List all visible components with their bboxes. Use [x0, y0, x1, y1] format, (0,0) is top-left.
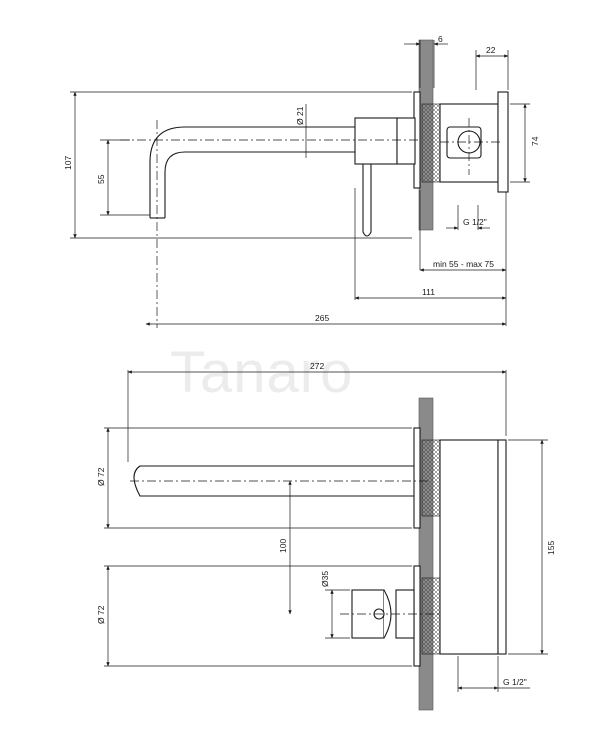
dim-overall-length: 272: [310, 361, 324, 371]
side-view: 6 22 74 107 55 Ø 21 G 1/2" min 55 - max …: [63, 34, 540, 328]
rosette-upper-front: [413, 427, 421, 529]
dim-thread-front: G 1/2": [503, 677, 527, 687]
dim-box-height: 74: [530, 136, 540, 146]
dim-overall-height: 107: [63, 156, 73, 170]
concealed-box-front: [439, 439, 499, 655]
dim-spout-drop: 55: [96, 174, 106, 184]
watermark-logo: Tanaro: [170, 340, 353, 405]
dim-handle-diameter: Ø35: [320, 571, 330, 587]
dim-install-depth: min 55 - max 75: [433, 259, 494, 269]
flange-upper-hatched: [421, 439, 441, 517]
dim-handle-reach: 111: [422, 287, 435, 297]
flange-lower-hatched: [421, 577, 441, 655]
rosette-lower-front: [413, 565, 421, 667]
dim-box-height-front: 155: [546, 541, 556, 555]
spout-front: [133, 465, 414, 497]
dim-axis-distance: 100: [278, 539, 288, 553]
lever-handle-side: [362, 164, 372, 237]
valve-body-side: [354, 117, 398, 165]
dim-box-depth: 22: [486, 45, 496, 55]
dim-wall-thickness: 6: [438, 34, 443, 44]
flange-hatched-side: [421, 103, 441, 183]
dim-rosette-lower: Ø 72: [96, 605, 106, 624]
spout-side: [149, 126, 355, 218]
dim-spout-reach: 265: [315, 313, 329, 323]
dim-thread-side: G 1/2": [463, 217, 487, 227]
front-view: 272 Ø 72 Ø 72 100 Ø35 155 G 1/2": [96, 361, 556, 711]
dim-rosette-upper: Ø 72: [96, 467, 106, 486]
dim-spout-diameter: Ø 21: [295, 106, 305, 125]
